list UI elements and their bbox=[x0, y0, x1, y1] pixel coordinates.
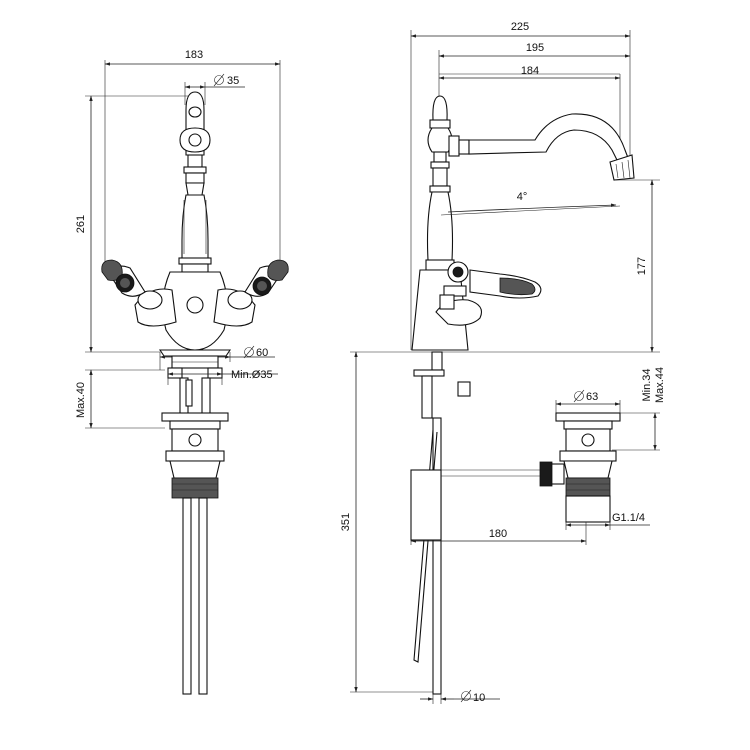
side-cross-handle bbox=[469, 269, 542, 299]
thread-label: G1.1/4 bbox=[612, 512, 645, 524]
drain-assembly-side bbox=[539, 412, 621, 523]
dimension-height-261: 261 bbox=[75, 95, 190, 353]
left-cross-handle bbox=[101, 259, 177, 327]
dimension-total-height-351: 351 bbox=[340, 351, 440, 693]
dimension-hole-min: Min.Ø35 bbox=[167, 369, 278, 385]
dimension-spout-height-177: 177 bbox=[616, 179, 660, 353]
front-view: 183 35 261 bbox=[75, 49, 289, 695]
dimension-thread: G1.1/4 bbox=[565, 512, 650, 530]
dimension-drain-diameter: 63 bbox=[555, 389, 621, 413]
max-thickness-label: Max.40 bbox=[75, 382, 87, 418]
spout-reach-label: 184 bbox=[521, 65, 539, 77]
min-label: Min.34 bbox=[641, 368, 653, 401]
spout bbox=[448, 113, 635, 181]
base-diameter-label: 60 bbox=[256, 347, 268, 359]
rod-length-label: 180 bbox=[489, 528, 507, 540]
faucet-body bbox=[158, 154, 232, 357]
lever-handle bbox=[179, 91, 211, 156]
dimension-handle-diameter: 35 bbox=[184, 73, 245, 105]
width-label: 183 bbox=[185, 49, 203, 61]
rod-diameter-label: 10 bbox=[473, 692, 485, 704]
total-height-label: 351 bbox=[340, 513, 352, 531]
side-rods bbox=[410, 351, 555, 695]
drain-diameter-label: 63 bbox=[586, 391, 598, 403]
spout-height-label: 177 bbox=[636, 257, 648, 275]
side-lever-cap bbox=[426, 95, 454, 261]
drain-assembly-front bbox=[161, 412, 229, 695]
mounting-hardware bbox=[167, 355, 223, 419]
hole-min-label: Min.Ø35 bbox=[231, 369, 273, 381]
right-cross-handle bbox=[213, 259, 289, 327]
height-label: 261 bbox=[75, 215, 87, 233]
dimension-spout-195: 195 bbox=[438, 42, 631, 100]
dimension-width-183: 183 bbox=[104, 49, 281, 270]
handle-diameter-label: 35 bbox=[227, 75, 239, 87]
dimension-rod-180: 180 bbox=[410, 522, 587, 545]
angle-label: 4° bbox=[517, 191, 528, 203]
overall-label: 225 bbox=[511, 21, 529, 33]
dimension-angle-4deg: 4° bbox=[440, 191, 621, 216]
dimension-rod-diameter: 10 bbox=[420, 689, 500, 704]
dimension-max-thickness: Max.40 bbox=[75, 369, 165, 429]
max-label: Max.44 bbox=[654, 367, 666, 403]
dimension-min-max: Min.34 Max.44 bbox=[612, 367, 666, 451]
dimension-overall-225: 225 bbox=[410, 21, 631, 350]
side-body-lower bbox=[411, 259, 483, 351]
side-view: 225 195 184 bbox=[340, 21, 666, 704]
spout-outer-label: 195 bbox=[526, 42, 544, 54]
